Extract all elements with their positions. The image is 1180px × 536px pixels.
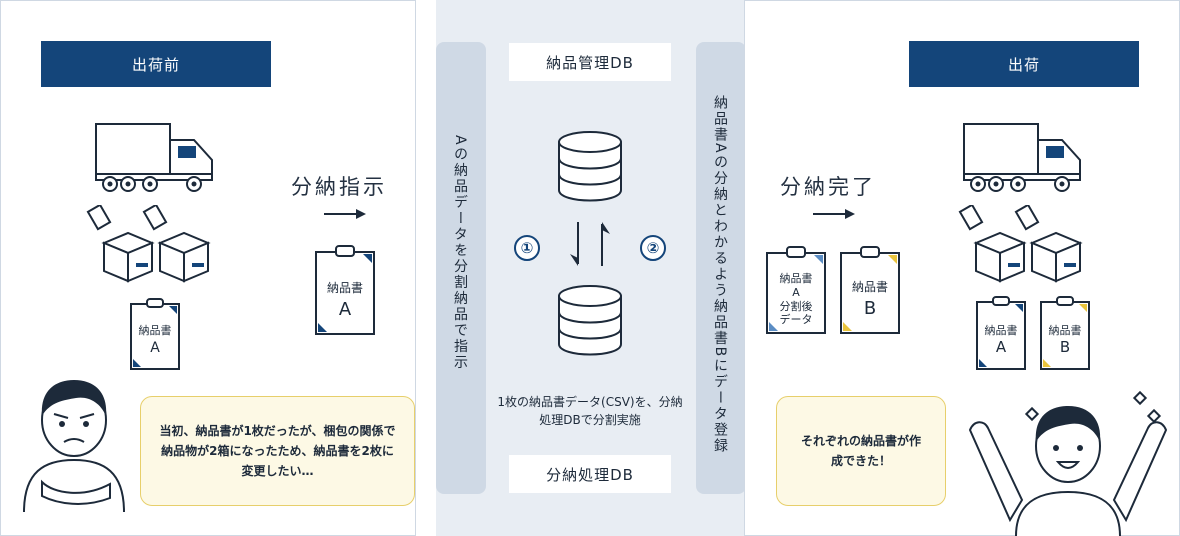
step-2-badge: ② (640, 235, 666, 261)
process-note: 1枚の納品書データ(CSV)を、分納処理DBで分割実施 (497, 395, 683, 427)
doc-letter: A (338, 299, 352, 320)
boxes-icon (958, 205, 1083, 283)
doc-title: 納品書 (326, 281, 363, 295)
doc-title: 納品書 (984, 324, 1018, 337)
boxes-icon (86, 205, 211, 283)
step-1-badge: ① (514, 235, 540, 261)
happy-person-illustration (968, 390, 1168, 536)
right-speech-bubble: それぞれの納品書が作成できた！ (776, 396, 946, 506)
db-bottom-label: 分納処理DB (509, 455, 671, 493)
doc-title: 納品書 (1048, 324, 1082, 337)
middle-process-area (436, 0, 744, 536)
right-instruction-bar (696, 42, 746, 494)
sync-arrows-icon (570, 222, 610, 266)
database-icon-bottom (558, 285, 622, 356)
invoice-b: 納品書 B (840, 246, 900, 334)
doc-title: 納品書 (138, 324, 172, 337)
arrow-right-icon (324, 209, 366, 219)
completion-label: 分納完了 (780, 175, 876, 199)
left-instruction-text: Aの納品データを分割納品で指示 (452, 135, 468, 371)
doc-letter: A (995, 338, 1007, 356)
arrow-right-icon (813, 209, 855, 219)
doc-title: 納品書 (779, 272, 813, 285)
left-instruction-bar (436, 42, 486, 494)
doc-title: 納品書 (851, 280, 888, 294)
database-icon-top (558, 131, 622, 202)
db-top-label: 納品管理DB (509, 43, 671, 81)
invoice-a-shipped: 納品書 A (976, 296, 1026, 370)
truck-icon (963, 123, 1081, 192)
doc-letter: A (150, 340, 160, 356)
worried-person-illustration (23, 380, 125, 512)
right-header: 出荷 (909, 41, 1139, 87)
invoice-a-small: 納品書 A (130, 298, 180, 370)
doc-letter: B (1059, 338, 1071, 356)
truck-icon (95, 123, 213, 192)
doc-letter: A (792, 286, 800, 299)
invoice-a-split: 納品書 A 分割後データ (766, 246, 826, 334)
doc-subtitle: 分割後データ (779, 300, 813, 326)
instruction-label: 分納指示 (291, 175, 387, 199)
left-speech-bubble: 当初、納品書が1枚だったが、梱包の関係で納品物が2箱になったため、納品書を2枚に… (140, 396, 415, 506)
right-instruction-text: 納品書Aの分納とわかるよう納品書Bにデータ登録 (712, 95, 728, 455)
left-header: 出荷前 (41, 41, 271, 87)
doc-letter: B (863, 298, 877, 319)
invoice-a-large: 納品書 A (315, 245, 375, 335)
invoice-b-shipped: 納品書 B (1040, 296, 1090, 370)
